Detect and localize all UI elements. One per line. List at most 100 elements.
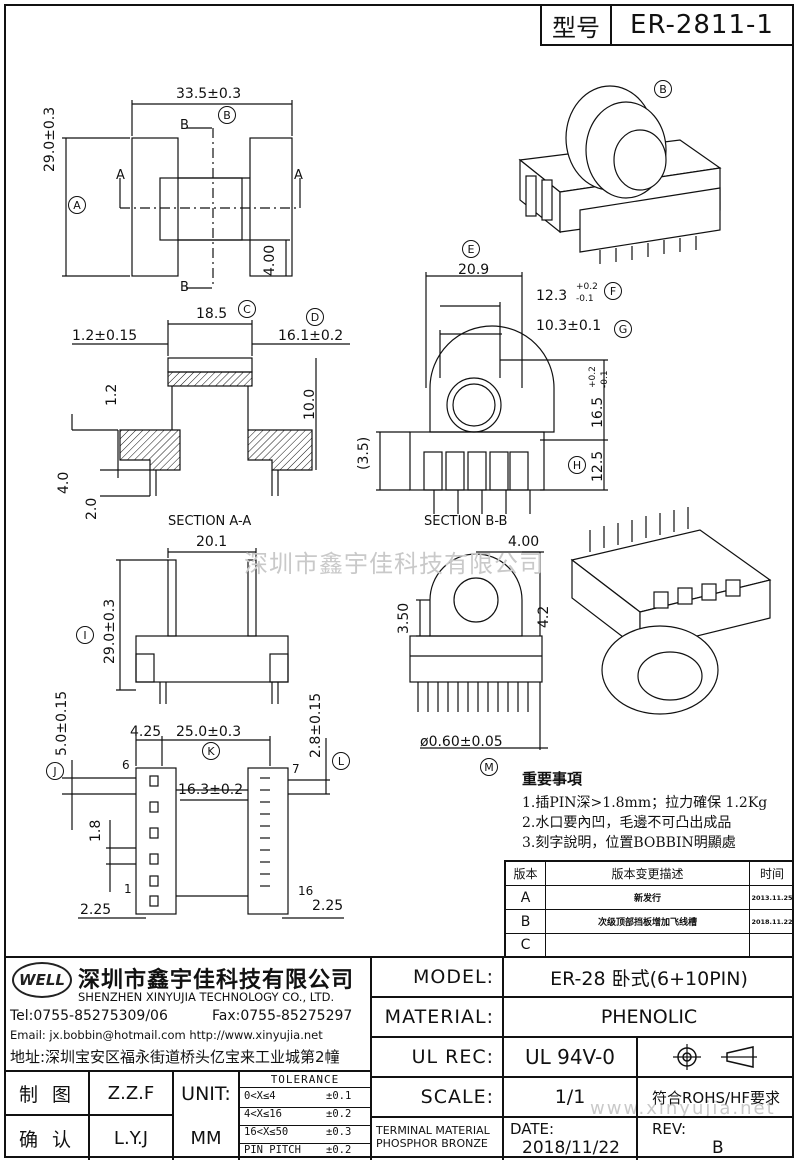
dim-pin-diameter: ø0.60±0.05 xyxy=(420,734,503,750)
dim-4-0: 4.0 xyxy=(56,471,72,494)
dim-height-a: 29.0±0.3 xyxy=(42,106,58,172)
dim-2-25-right: 2.25 xyxy=(312,898,344,914)
date-cell: DATE: 2018/11/22 xyxy=(504,1118,638,1160)
dim-20-9: 20.9 xyxy=(458,262,490,278)
section-label-b-bottom: B xyxy=(180,280,189,295)
rohs-compliance: 符合ROHS/HF要求 xyxy=(638,1078,794,1118)
rev-header-desc: 版本变更描述 xyxy=(546,862,750,886)
dim-3-5: (3.5) xyxy=(356,436,372,470)
ulrec-value: UL 94V-0 xyxy=(504,1038,638,1078)
bottom-view xyxy=(62,736,344,919)
dim-2-25-left: 2.25 xyxy=(80,902,112,918)
header-model-value: ER-2811-1 xyxy=(610,6,792,46)
technical-drawing xyxy=(62,85,772,919)
tol-val-1: ±0.1 xyxy=(326,1090,352,1102)
isometric-view-top xyxy=(518,85,722,264)
section-label-a-left: A xyxy=(116,168,125,183)
terminal-material-label: TERMINAL MATERIAL xyxy=(376,1124,490,1137)
title-block: WELL 深圳市鑫宇佳科技有限公司 SHENZHEN XINYUJIA TECH… xyxy=(6,956,794,1160)
tolerance-title: TOLERANCE xyxy=(240,1072,370,1088)
section-aa-title: SECTION A-A xyxy=(168,514,252,529)
company-address: 地址:深圳宝安区福永街道桥头亿宝来工业城第2幢 xyxy=(10,1048,340,1066)
dim-3-50: 3.50 xyxy=(396,602,412,634)
tag-k: K xyxy=(202,742,220,760)
tag-c: C xyxy=(238,300,256,318)
tag-j: J xyxy=(46,762,64,780)
date-label: DATE: xyxy=(510,1120,555,1138)
watermark-company: 深圳市鑫宇佳科技有限公司 xyxy=(244,550,544,578)
drawn-label: 制 图 xyxy=(6,1072,90,1116)
check-label: 确 认 xyxy=(6,1116,90,1160)
pin-number-6: 6 xyxy=(122,758,130,772)
rev-row-c-ver: C xyxy=(506,934,546,956)
tag-i: I xyxy=(76,626,94,644)
tol-val-2: ±0.2 xyxy=(326,1108,352,1120)
tag-b-iso: B xyxy=(654,80,672,98)
terminal-material-value: PHOSPHOR BRONZE xyxy=(376,1137,488,1150)
dim-18-5: 18.5 xyxy=(196,306,228,322)
dim-top-width: 33.5±0.3 xyxy=(176,86,242,102)
dim-4-00b: 4.00 xyxy=(508,534,540,550)
tolerance-table: TOLERANCE 0<X≤4 ±0.1 4<X≤16 ±0.2 16<X≤50… xyxy=(240,1072,372,1160)
tag-a-top: A xyxy=(68,196,86,214)
company-info: WELL 深圳市鑫宇佳科技有限公司 SHENZHEN XINYUJIA TECH… xyxy=(6,958,372,1072)
top-view-right-flange xyxy=(249,137,293,277)
dim-20-1: 20.1 xyxy=(196,534,228,550)
rev-header-date: 时间 xyxy=(750,862,794,886)
company-email: Email: jx.bobbin@hotmail.com http://www.… xyxy=(10,1028,323,1042)
dim-1-8: 1.8 xyxy=(88,819,104,842)
scale-label: SCALE: xyxy=(372,1078,504,1118)
notes-title: 重要事項 xyxy=(522,770,583,788)
tag-l: L xyxy=(332,752,350,770)
tol-range-3: 16<X≤50 xyxy=(244,1126,289,1138)
note-3: 3.刻字說明，位置BOBBIN明顯處 xyxy=(522,835,736,851)
header-model-label: 型号 xyxy=(540,6,610,46)
rev-value: B xyxy=(712,1138,724,1158)
section-label-b-top: B xyxy=(180,118,189,133)
top-view xyxy=(62,100,301,289)
tol-val-3: ±0.3 xyxy=(326,1126,352,1138)
ulrec-label: UL REC: xyxy=(372,1038,504,1078)
terminal-material: TERMINAL MATERIAL PHOSPHOR BRONZE xyxy=(372,1118,504,1160)
rev-header-version: 版本 xyxy=(506,862,546,886)
tol-range-4: PIN PITCH xyxy=(244,1144,301,1156)
dim-16-3: 16.3±0.2 xyxy=(178,782,244,798)
tol-12-3-up: +0.2 xyxy=(576,282,598,292)
front-view xyxy=(409,551,548,750)
revision-table: 版本 版本变更描述 时间 A 新发行 2013.11.25 B 次级顶部挡板增加… xyxy=(504,860,794,956)
date-value: 2018/11/22 xyxy=(522,1138,620,1158)
dim-10-0: 10.0 xyxy=(302,388,318,420)
rev-row-b-ver: B xyxy=(506,910,546,934)
company-name-en: SHENZHEN XINYUJIA TECHNOLOGY CO., LTD. xyxy=(78,990,335,1004)
dim-4-25: 4.25 xyxy=(130,724,162,740)
rev-row-a-date: 2013.11.25 xyxy=(750,886,794,910)
unit-label: UNIT: xyxy=(174,1072,240,1116)
tol-12-3-dn: -0.1 xyxy=(576,294,594,304)
rev-cell: REV: B xyxy=(638,1118,794,1160)
tol-range-1: 0<X≤4 xyxy=(244,1090,276,1102)
section-label-a-right: A xyxy=(294,168,303,183)
dim-16-1: 16.1±0.2 xyxy=(278,328,344,344)
company-fax: Fax:0755-85275297 xyxy=(212,1008,353,1024)
pin-number-7: 7 xyxy=(292,762,300,776)
tag-g: G xyxy=(614,320,632,338)
tag-d: D xyxy=(306,308,324,326)
watermark-url: www.xinyujia.net xyxy=(590,1098,776,1119)
model-label: MODEL: xyxy=(372,958,504,998)
tol-16-5-dn: -0.1 xyxy=(600,370,610,388)
drawing-frame xyxy=(4,4,794,1158)
third-angle-projection-icon xyxy=(673,1044,757,1070)
rev-row-b-desc: 次级顶部挡板增加飞线槽 xyxy=(546,910,750,934)
dim-2-0: 2.0 xyxy=(84,497,100,520)
dim-16-5: 16.5 xyxy=(590,396,606,428)
pin-number-16: 16 xyxy=(298,884,314,898)
company-tel: Tel:0755-85275309/06 xyxy=(10,1008,168,1024)
isometric-view-bottom xyxy=(570,507,772,715)
dim-10-3: 10.3±0.1 xyxy=(536,318,602,334)
section-bb-title: SECTION B-B xyxy=(424,514,508,529)
model-value: ER-28 卧式(6+10PIN) xyxy=(504,958,794,998)
scale-value: 1/1 xyxy=(504,1078,638,1118)
projection-symbol xyxy=(638,1038,794,1078)
rev-row-a-desc: 新发行 xyxy=(546,886,750,910)
tol-16-5-up: +0.2 xyxy=(588,366,598,388)
